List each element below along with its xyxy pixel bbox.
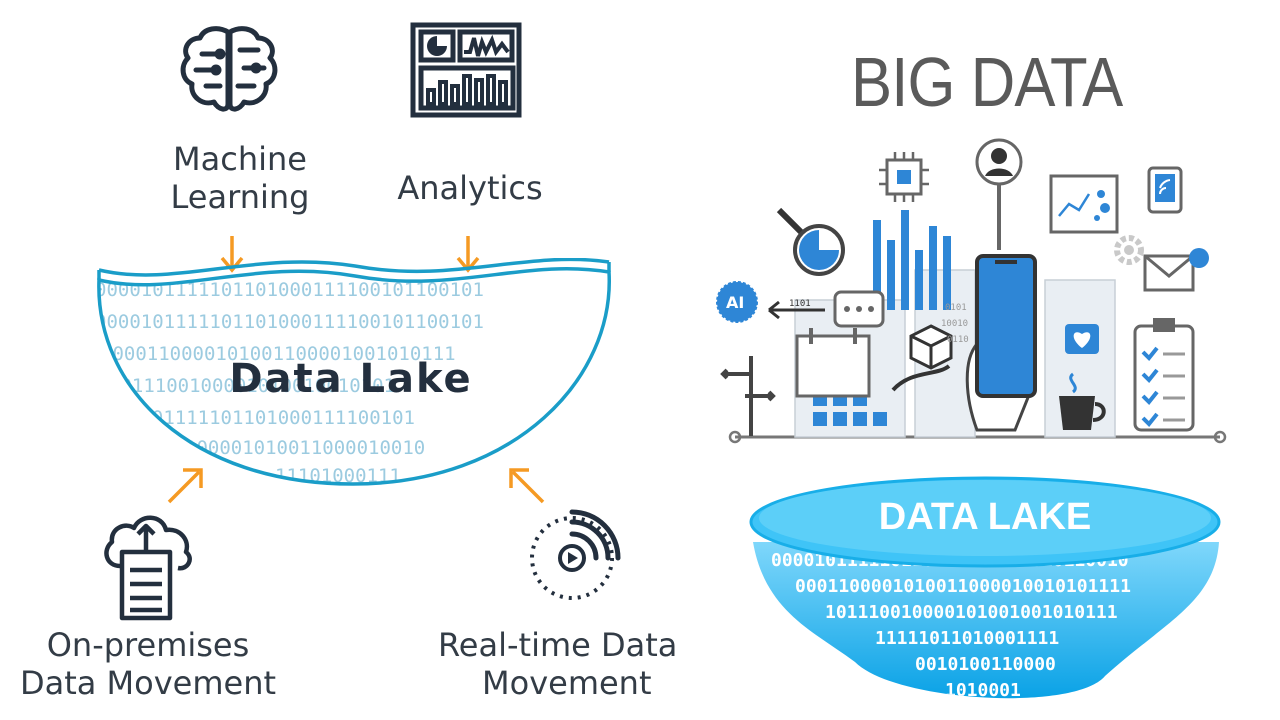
user-icon [975, 138, 1023, 250]
binary-row: 11101000111 [275, 465, 401, 487]
signpost-icon [720, 356, 776, 436]
left-panel-data-lake-aws: Machine Learning Analytics 0000101111101… [19, 22, 675, 702]
ai-icon: AI [716, 281, 758, 323]
bar-chart-icon [873, 210, 951, 310]
binary-row: 101110010000101001001010111 [825, 602, 1118, 623]
data-lake-label: Data Lake [229, 356, 473, 402]
svg-text:0101: 0101 [945, 303, 967, 313]
binary-row: 0001100001010011000010010101111 [795, 576, 1131, 597]
svg-text:10010: 10010 [941, 319, 968, 329]
dashboard-icon [1049, 174, 1119, 234]
binary-row: 11111011010001111 [875, 628, 1059, 649]
gear-icon [1114, 235, 1144, 265]
binary-row: 1011100100001010010010101 [109, 375, 395, 397]
calendar-icon [795, 328, 871, 398]
binary-row: 0000101111101101000111100101100101 [95, 311, 484, 333]
binary-row: 1000110000101001100001001010111 [101, 343, 456, 365]
arrow-up-left-icon [509, 468, 545, 504]
big-data-illustration: AI 1101 0101 10010 0110 [716, 138, 1227, 444]
arrow-down-icon [220, 236, 244, 273]
arrow-up-right-icon [167, 468, 203, 504]
stream-signal-icon [530, 509, 621, 600]
svg-text:1101: 1101 [789, 299, 811, 309]
brain-icon [180, 26, 278, 112]
server-cloud-icon [104, 515, 192, 621]
binary-row: 0101111101101000111100101 [129, 407, 415, 429]
analytics-dashboard-icon [410, 22, 522, 118]
heart-icon [1065, 324, 1099, 354]
binary-row: 0010100110000 [915, 654, 1056, 675]
chip-icon [879, 152, 929, 202]
cup-icon [1059, 372, 1106, 430]
on-premises-label: On-premises Data Movement [19, 626, 277, 702]
binary-row: 100001010011000010010 [185, 437, 425, 459]
magnifier-pie-icon [776, 207, 845, 276]
phone-icon [965, 254, 1037, 432]
cube-icon [909, 324, 953, 370]
binary-row: 1010001 [945, 680, 1021, 701]
binary-row: 0000101111101101000111100101100101 [95, 279, 484, 301]
machine-learning-label: Machine Learning [170, 140, 310, 216]
data-lake-bowl: 0000101111101101000111100101100101 00001… [95, 258, 611, 487]
analytics-label: Analytics [397, 169, 543, 207]
data-lake-3d: 000010111110110100011110010110010 000110… [749, 476, 1221, 701]
clipboard-icon [1133, 318, 1195, 432]
envelope-icon [1143, 248, 1209, 292]
wifi-icon [1147, 166, 1183, 214]
big-data-title: BIG DATA [851, 43, 1123, 121]
right-panel-big-data: BIG DATA [675, 0, 1280, 720]
svg-text:0110: 0110 [947, 335, 969, 345]
data-lake-3d-label: DATA LAKE [878, 496, 1092, 538]
real-time-label: Real-time Data Movement [438, 626, 675, 702]
svg-text:AI: AI [726, 293, 744, 312]
chat-icon [833, 290, 885, 328]
